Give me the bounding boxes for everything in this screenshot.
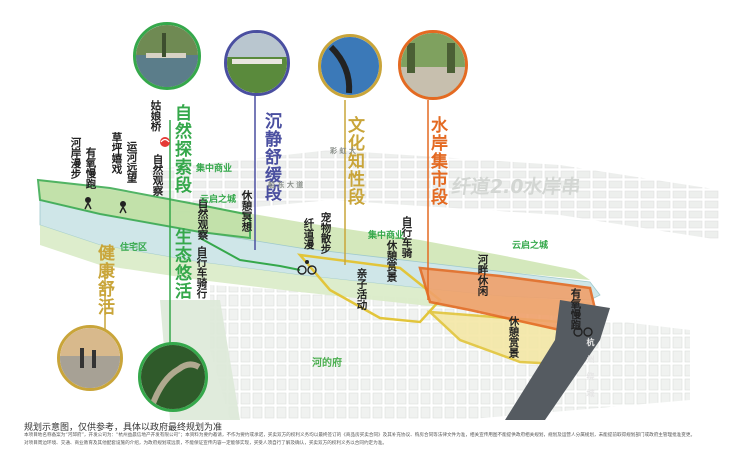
photo-circle-green-bottom (138, 342, 208, 412)
activity-towpath: 纤道漫 (302, 218, 315, 250)
eco-path (199, 237, 301, 271)
map-label-residential: 住宅区 (120, 243, 148, 253)
map-label-xiandao: 纤道2.0水岸串 (450, 176, 583, 198)
runner-icon (84, 197, 92, 210)
activity-rest-scenery-1: 休憩赏景 (385, 240, 398, 282)
activity-rest-meditate: 休憩冥想 (240, 190, 253, 232)
map-label-hebaifu: 河的府 (312, 358, 342, 369)
nature-segment-outline (36, 178, 251, 240)
map-label-commercial-1: 集中商业 (196, 164, 233, 174)
activity-riverside-leisure: 河畔休闲 (476, 254, 489, 296)
segment-title-market: 水岸集市段 (427, 116, 447, 206)
map-label-yunqi-1: 云启之城 (200, 195, 237, 205)
activity-riverside-walk: 河岸漫步 (69, 137, 82, 179)
photo-circle-green-top (133, 22, 201, 90)
activity-cycling-2: 自行车骑 (400, 216, 413, 258)
cyclist-icon (573, 327, 593, 337)
culture-segment-outline (296, 253, 442, 324)
map-label-road-3: 杭 州 绕 城 (586, 338, 595, 397)
segment-title-eco: 生态悠活 (171, 228, 191, 300)
map-label-yunqi-2: 云启之城 (512, 241, 549, 251)
activity-nature-observe-2: 自然观察 (196, 198, 209, 240)
activity-cycling-1: 自行车骑行 (195, 246, 208, 299)
activity-lawn-play: 草坪嬉戏 (110, 132, 123, 174)
activity-pet-walk: 宠物散步 (319, 212, 332, 254)
photo-circle-gold-bottom (57, 325, 123, 391)
segment-title-nature: 自然探索段 (171, 104, 191, 194)
upper-city-blocks (150, 150, 720, 240)
cyclist-icon (297, 260, 317, 275)
activity-nature-observe-1: 自然观察 (151, 154, 164, 196)
map-label-road-2: 彩 虹 大 (330, 147, 356, 155)
photo-circle-gold (318, 34, 382, 98)
photo-circle-orange (398, 30, 468, 100)
activity-rest-scenery-2: 休憩赏景 (507, 316, 520, 358)
runner-icon (119, 201, 127, 214)
segment-title-calm: 沉静舒缓段 (261, 112, 281, 202)
activity-aerobic-jog: 有氧慢跑 (84, 147, 97, 189)
footer-disclaimer-title: 规划示意图，仅供参考，具体以政府最终规划为准 (24, 423, 223, 433)
activity-aerobic-jog-2: 有氧慢跑 (569, 288, 582, 330)
label-guniang-bridge: 姑娘桥 (149, 100, 162, 132)
footer-disclaimer-line-1: 本项目地名称备案为“河邱府”，开发公司为：“杭州益晨信地产开发有限公司”；本资料… (24, 433, 696, 438)
map-label-commercial-2: 集中商业 (368, 231, 405, 241)
footer-disclaimer-line-2: 对项目周边环境、交通、商业教育及其他配套设施的介绍，为政府规划或远景，不能保证宣… (24, 441, 387, 446)
bridge-marker-icon (160, 137, 170, 147)
activity-canal-view: 运河远望 (125, 141, 138, 183)
activity-family: 亲子活动 (355, 268, 368, 310)
map-label-road-1: 船 东 大 道 (268, 181, 304, 189)
segment-title-health: 健康舒活 (94, 244, 114, 316)
segment-title-culture: 文化知性段 (344, 116, 364, 206)
photo-circle-blue (224, 30, 290, 96)
